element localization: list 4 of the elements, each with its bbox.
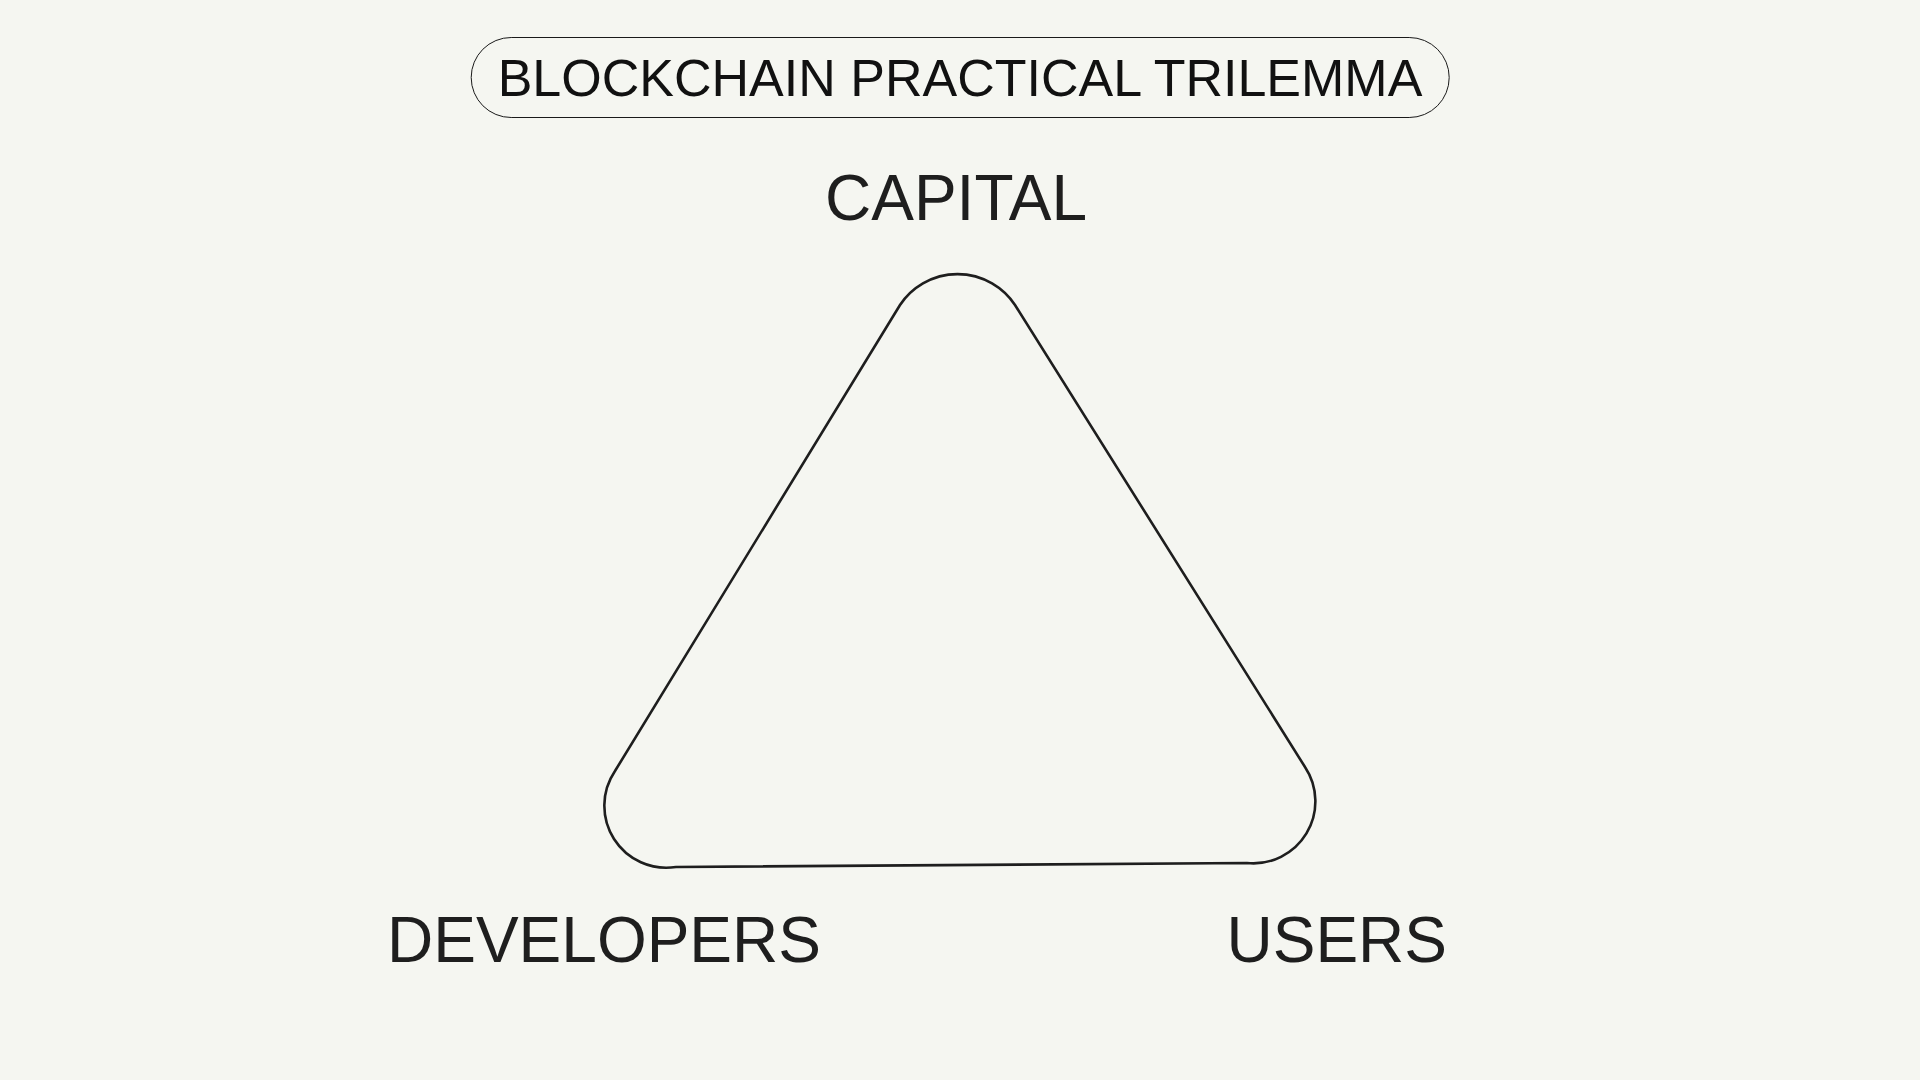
corner-label: CAPITAL (825, 166, 1087, 230)
corner-label: DEVELOPERS (387, 908, 821, 972)
rounded-triangle (603, 272, 1317, 870)
corner-label: USERS (1226, 908, 1447, 972)
